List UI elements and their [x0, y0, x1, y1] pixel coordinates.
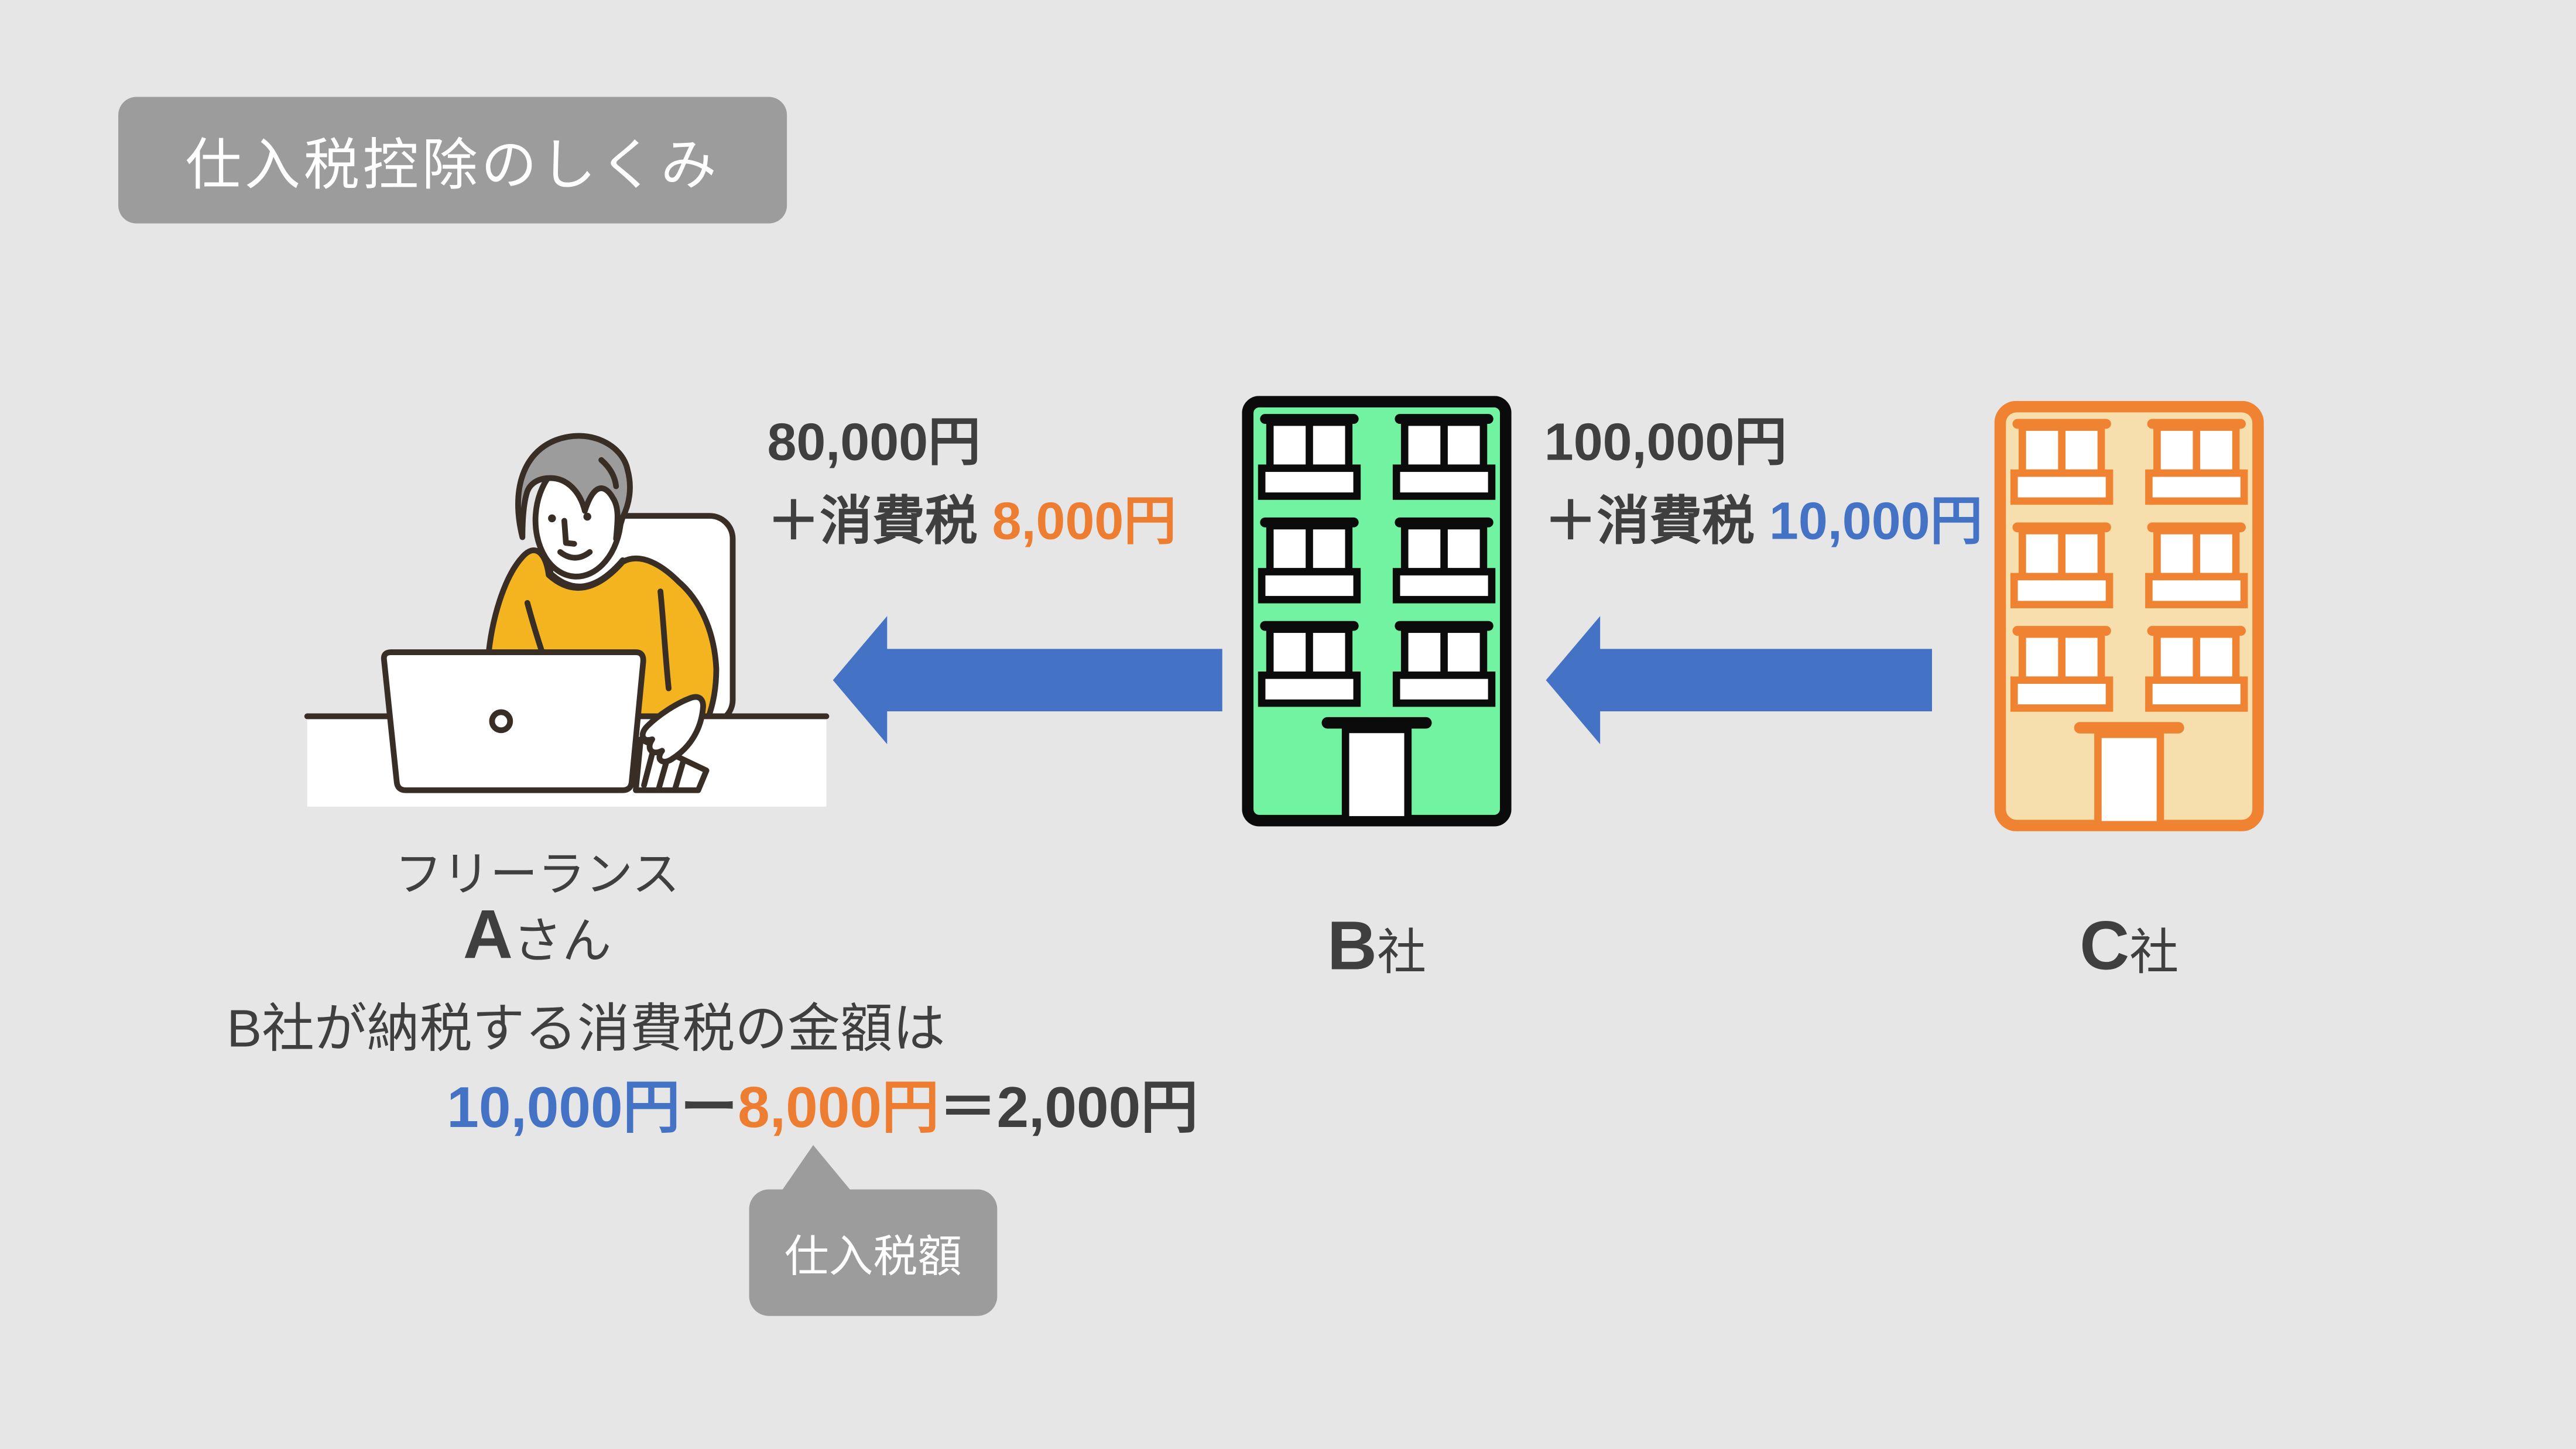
window-icon: [2149, 527, 2244, 605]
eye-right: [583, 512, 591, 521]
payment-to-b-tax-amount: 8,000円: [992, 490, 1177, 550]
mouth: [557, 549, 593, 561]
payment-to-c-tax-amount: 10,000円: [1769, 490, 1983, 550]
window-icon: [2014, 424, 2109, 501]
company-c-suffix: 社: [2129, 926, 2179, 981]
window-icon: [2149, 424, 2244, 501]
formula-subtrahend: 8,000円: [738, 1076, 940, 1140]
company-b-building: [1242, 396, 1512, 827]
payment-to-c-tax-line: ＋消費税 10,000円: [1544, 490, 1983, 550]
eye-left: [548, 514, 556, 523]
payment-to-c-amount: 100,000円: [1544, 412, 1787, 472]
arrow-left-b-to-a-icon: [833, 616, 1222, 745]
freelancer-name-initial: A: [463, 895, 513, 973]
company-c-building: [1994, 400, 2264, 831]
window-icon: [2014, 631, 2109, 708]
sweater-seam-right: [657, 588, 672, 691]
company-c-label: C社: [1993, 907, 2266, 986]
callout-label: 仕入税額: [784, 1232, 962, 1282]
callout-pointer-icon: [780, 1145, 853, 1193]
tax-label: ＋消費税: [1544, 490, 1755, 550]
laptop-lid: [381, 649, 646, 793]
freelancer-name-suffix: さん: [512, 915, 612, 970]
window-icon: [1396, 419, 1492, 496]
window-icon: [1262, 626, 1357, 703]
collar-line: [546, 557, 626, 590]
company-c-initial: C: [2080, 906, 2130, 984]
hair-accent: [598, 457, 619, 489]
freelancer-illustration: [304, 433, 830, 807]
window-icon: [1396, 522, 1492, 600]
tax-note-text: B社が納税する消費税の金額は: [227, 999, 946, 1059]
company-b-initial: B: [1327, 906, 1378, 984]
window-icon: [2149, 631, 2244, 708]
window-icon: [2014, 527, 2109, 605]
payment-to-b-amount: 80,000円: [767, 412, 981, 472]
tax-label: ＋消費税: [767, 490, 978, 550]
keyboard-key-line: [672, 758, 687, 792]
window-icon: [1262, 522, 1357, 600]
arrow-left-c-to-b-icon: [1546, 616, 1932, 745]
payment-to-c-text: 100,000円 ＋消費税 10,000円: [1544, 412, 1983, 550]
freelancer-name-label: Aさん: [263, 895, 811, 974]
formula-equals: ＝: [939, 1076, 997, 1140]
window-icon: [1396, 626, 1492, 703]
title-badge-label: 仕入税控除のしくみ: [185, 135, 720, 197]
payment-to-b-text: 80,000円 ＋消費税 8,000円: [767, 412, 1177, 550]
callout-bubble: 仕入税額: [749, 1189, 998, 1316]
payment-to-b-tax-line: ＋消費税 8,000円: [767, 490, 1177, 550]
tax-formula: 10,000円ー8,000円＝2,000円: [447, 1061, 1198, 1145]
door: [1341, 725, 1412, 824]
hand: [639, 694, 706, 765]
company-b-suffix: 社: [1377, 926, 1427, 981]
nose: [561, 518, 577, 547]
freelancer-role-label: フリーランス: [395, 849, 680, 902]
title-badge: 仕入税控除のしくみ: [118, 97, 787, 224]
sweater-seam-left: [524, 600, 545, 655]
formula-minus: ー: [680, 1076, 738, 1140]
window-icon: [1262, 419, 1357, 496]
door: [2094, 731, 2164, 828]
formula-result: 2,000円: [996, 1076, 1198, 1140]
laptop-logo: [489, 709, 513, 734]
company-b-label: B社: [1242, 907, 1511, 986]
formula-minuend: 10,000円: [447, 1076, 680, 1140]
